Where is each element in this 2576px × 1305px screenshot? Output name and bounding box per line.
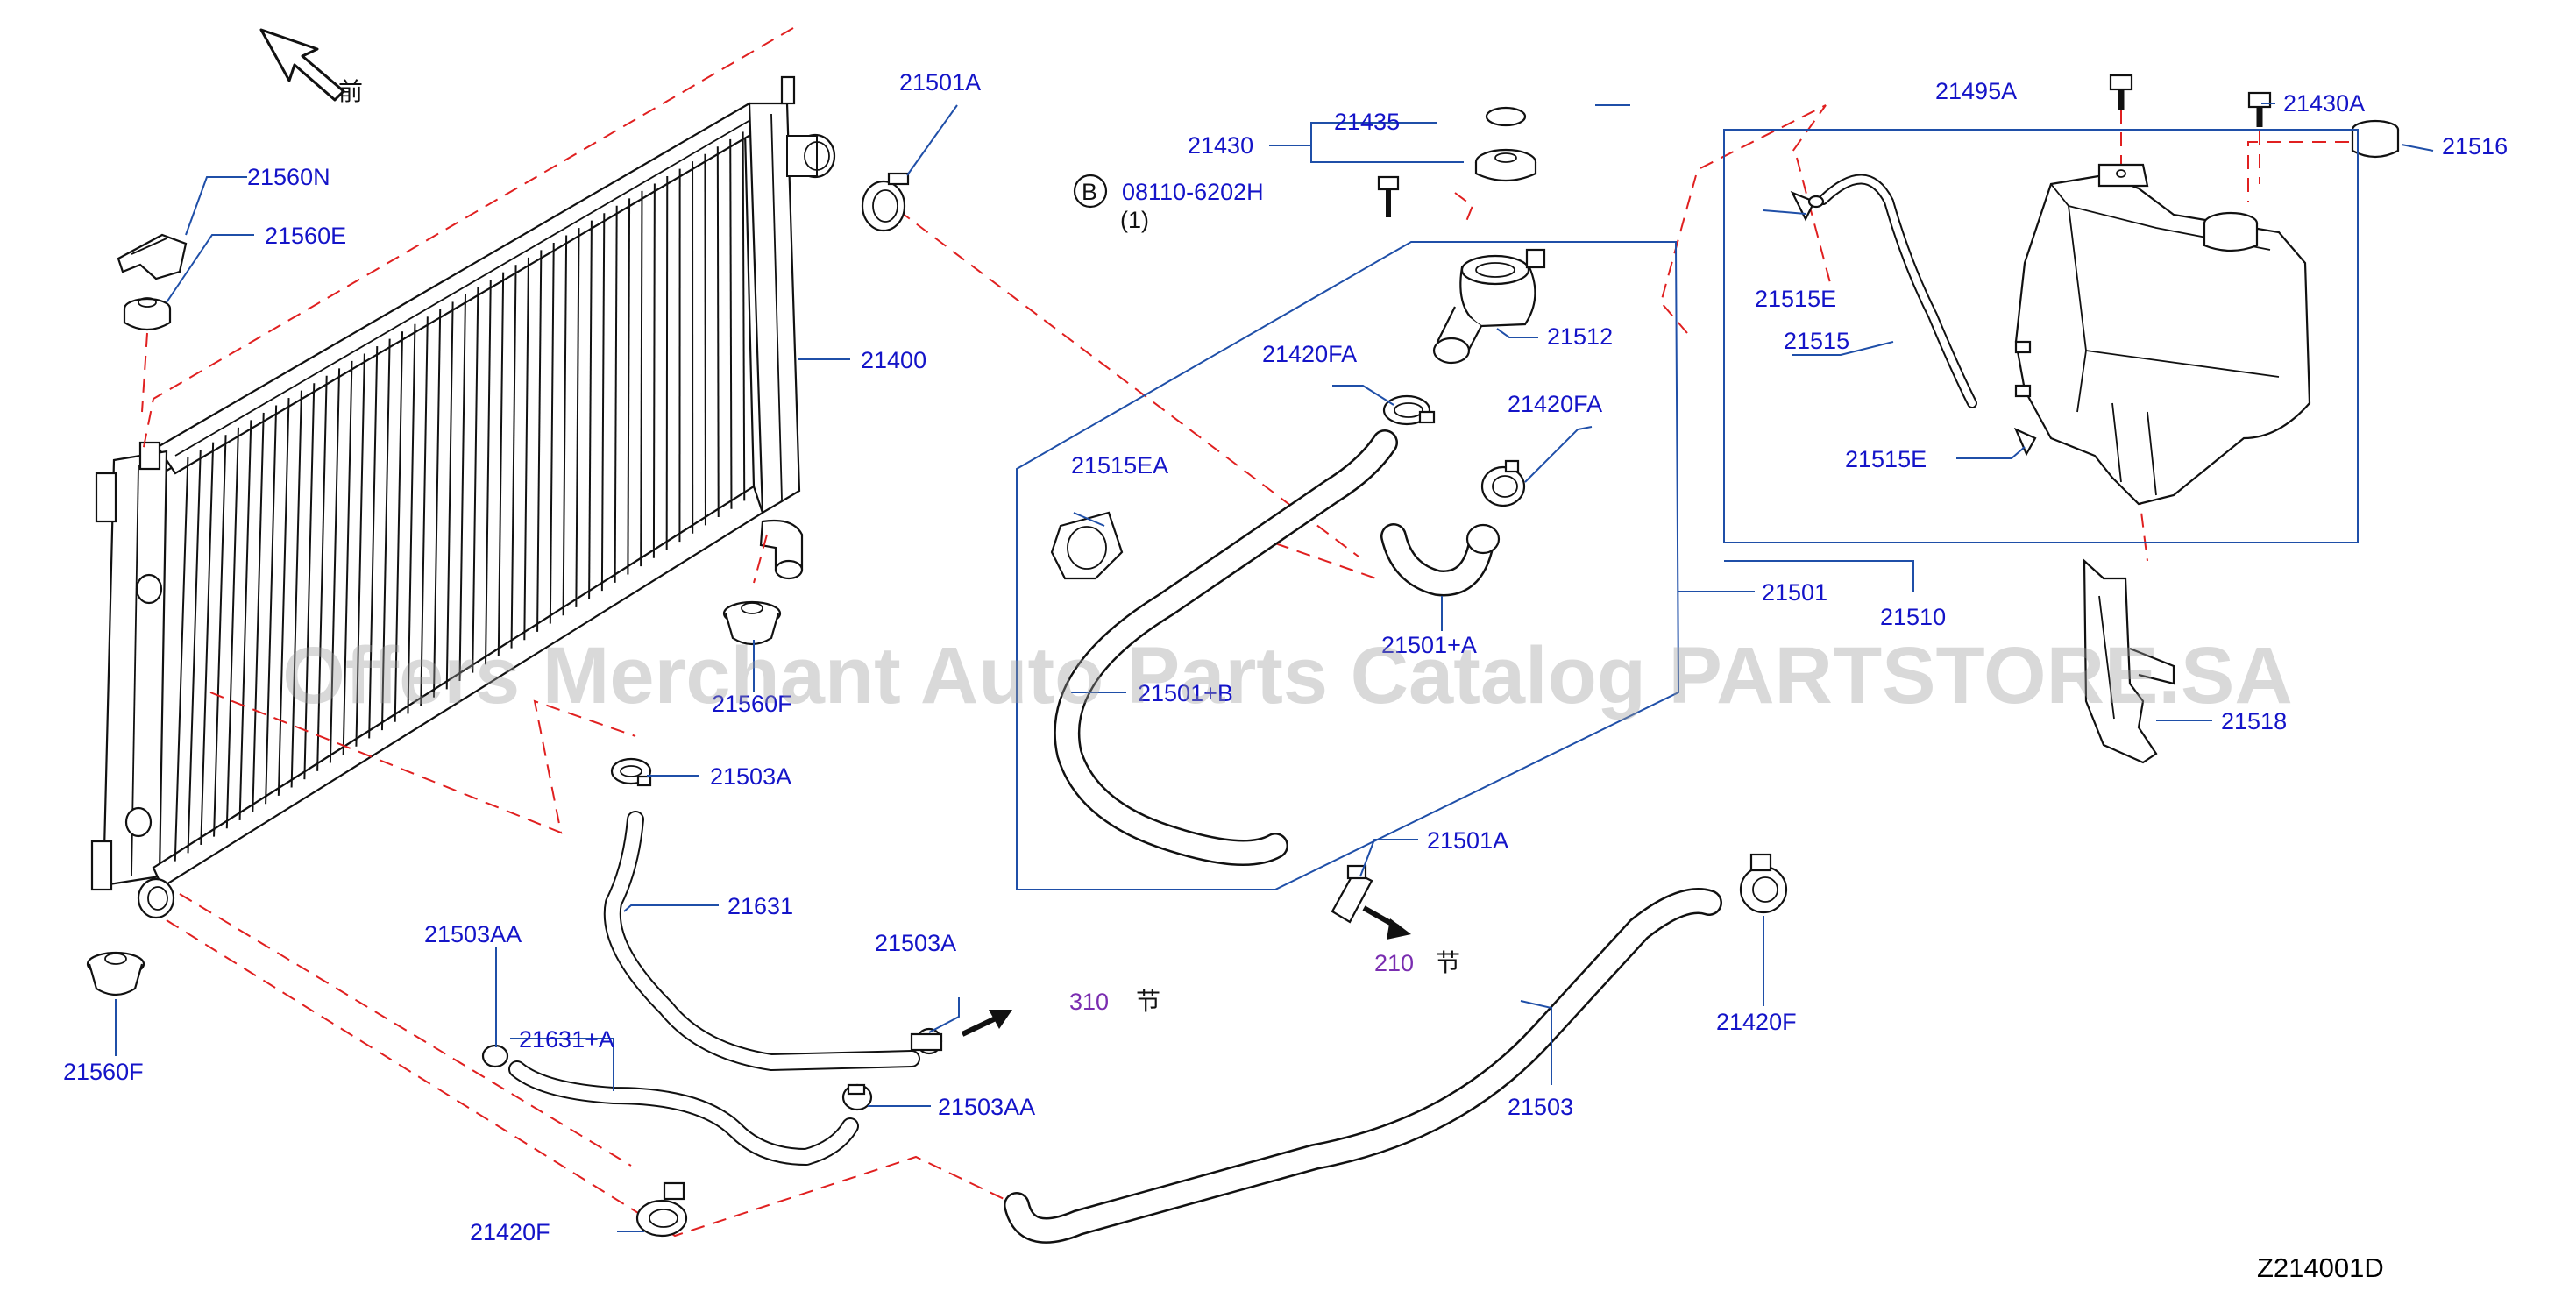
heater-hose-21631-icon	[613, 819, 912, 1062]
part-label-21430A[interactable]: 21430A	[2283, 90, 2365, 117]
water-outlet-housing-21512-icon	[1434, 250, 1544, 363]
part-label-21516[interactable]: 21516	[2442, 133, 2508, 160]
front-marker-label: 前	[338, 77, 363, 106]
bolt-21430A-icon	[2249, 93, 2270, 127]
front-direction-arrow-icon	[261, 30, 344, 100]
hose-clamp-21515EA-icon	[1052, 513, 1122, 578]
section-arrow-210-icon	[1364, 908, 1411, 940]
radiator-cap-21430-icon	[1476, 150, 1536, 181]
radiator-fin	[705, 154, 706, 526]
part-label-08110-6202H[interactable]: 08110-6202H	[1122, 179, 1264, 205]
hose-clamp-21420F-right-icon	[1741, 855, 1786, 912]
section-arrow-310-icon	[962, 1010, 1012, 1034]
part-label-21503AA-left[interactable]: 21503AA	[424, 921, 522, 947]
part-label-21560F-bottom[interactable]: 21560F	[63, 1059, 144, 1085]
part-label-21503A-mid[interactable]: 21503A	[875, 930, 956, 956]
section-ref-210[interactable]: 210	[1374, 950, 1414, 976]
part-label-21510[interactable]: 21510	[1880, 604, 1946, 630]
part-label-21420F-right[interactable]: 21420F	[1716, 1009, 1797, 1035]
part-label-21515E-bottom[interactable]: 21515E	[1845, 446, 1927, 472]
hose-clip-21515E-top-icon	[1792, 193, 1823, 219]
hose-clamp-21420F-left-icon	[637, 1183, 686, 1236]
bolt-21495A-icon	[2111, 75, 2132, 110]
part-label-21503AA-right[interactable]: 21503AA	[938, 1094, 1035, 1120]
part-label-21515EA[interactable]: 21515EA	[1071, 452, 1168, 479]
watermark-text: Offers Merchant Auto Parts Catalog PARTS…	[282, 631, 2293, 720]
upper-mount-bracket-21560N-icon	[118, 235, 186, 279]
radiator-fin	[667, 176, 668, 550]
hose-clamp-21503AA-left-icon	[483, 1046, 507, 1067]
part-label-21503[interactable]: 21503	[1508, 1094, 1573, 1120]
hose-clamp-21501A-top-icon	[862, 174, 908, 231]
diagram-code: Z214001D	[2257, 1252, 2384, 1283]
part-label-21400[interactable]: 21400	[861, 347, 926, 373]
reservoir-cap-21516-icon	[2352, 121, 2398, 157]
part-label-21560E[interactable]: 21560E	[265, 223, 346, 249]
lower-mount-insulator-21560F-bottom-icon	[88, 953, 144, 995]
part-label-21501A-top[interactable]: 21501A	[899, 69, 981, 96]
part-label-21501[interactable]: 21501	[1762, 579, 1827, 606]
reservoir-hose-21515-icon	[1823, 179, 1972, 403]
part-label-21631A[interactable]: 21631+A	[519, 1026, 614, 1053]
part-label-21501A-mid[interactable]: 21501A	[1427, 827, 1508, 854]
radiator-fin	[730, 139, 731, 509]
part-label-21503A-top[interactable]: 21503A	[710, 763, 791, 790]
part-label-21515[interactable]: 21515	[1784, 328, 1849, 354]
radiator-illustration	[92, 77, 834, 918]
hose-clamp-21503A-top-icon	[612, 759, 650, 785]
radiator-fin	[654, 183, 655, 557]
lower-radiator-hose-21503-icon	[1017, 901, 1709, 1231]
part-label-21420FA-right[interactable]: 21420FA	[1508, 391, 1602, 417]
part-label-21560N[interactable]: 21560N	[247, 164, 330, 190]
part-label-21515E-top[interactable]: 21515E	[1755, 286, 1836, 312]
section-ref-210-glyph: 节	[1436, 948, 1460, 977]
part-label-21435[interactable]: 21435	[1334, 109, 1400, 135]
hose-clamp-21420FA-right-icon	[1482, 461, 1524, 506]
hose-clamp-21503A-mid-icon	[912, 1029, 941, 1053]
bolt-marker-letter: B	[1082, 179, 1097, 205]
bolt-quantity-label: (1)	[1120, 207, 1149, 233]
radiator-cap-seal-21435-icon	[1487, 108, 1525, 125]
reservoir-tank-21510-icon	[2016, 165, 2310, 504]
part-label-21512[interactable]: 21512	[1547, 323, 1613, 350]
upper-hose-section-21501A-icon	[1394, 525, 1499, 583]
part-label-21420F-left[interactable]: 21420F	[470, 1219, 550, 1245]
heater-hose-21631A-icon	[517, 1069, 850, 1157]
section-ref-310[interactable]: 310	[1069, 989, 1109, 1015]
section-ref-310-glyph: 节	[1136, 987, 1160, 1016]
hose-clamp-21420FA-left-icon	[1384, 396, 1434, 424]
upper-mount-insulator-21560E-icon	[124, 298, 170, 330]
part-label-21420FA-left[interactable]: 21420FA	[1262, 341, 1357, 367]
bolt-08110-6202H-icon	[1379, 177, 1398, 217]
radiator-fin	[718, 146, 719, 517]
part-label-21430[interactable]: 21430	[1188, 132, 1253, 159]
hose-clip-21515E-bottom-icon	[2016, 429, 2035, 454]
hose-clamp-21503AA-right-icon	[843, 1085, 871, 1110]
part-label-21631[interactable]: 21631	[727, 893, 793, 919]
radiator-fin	[641, 191, 642, 566]
hose-clamp-21501A-mid-icon	[1332, 866, 1372, 922]
part-label-21495A[interactable]: 21495A	[1935, 78, 2017, 104]
